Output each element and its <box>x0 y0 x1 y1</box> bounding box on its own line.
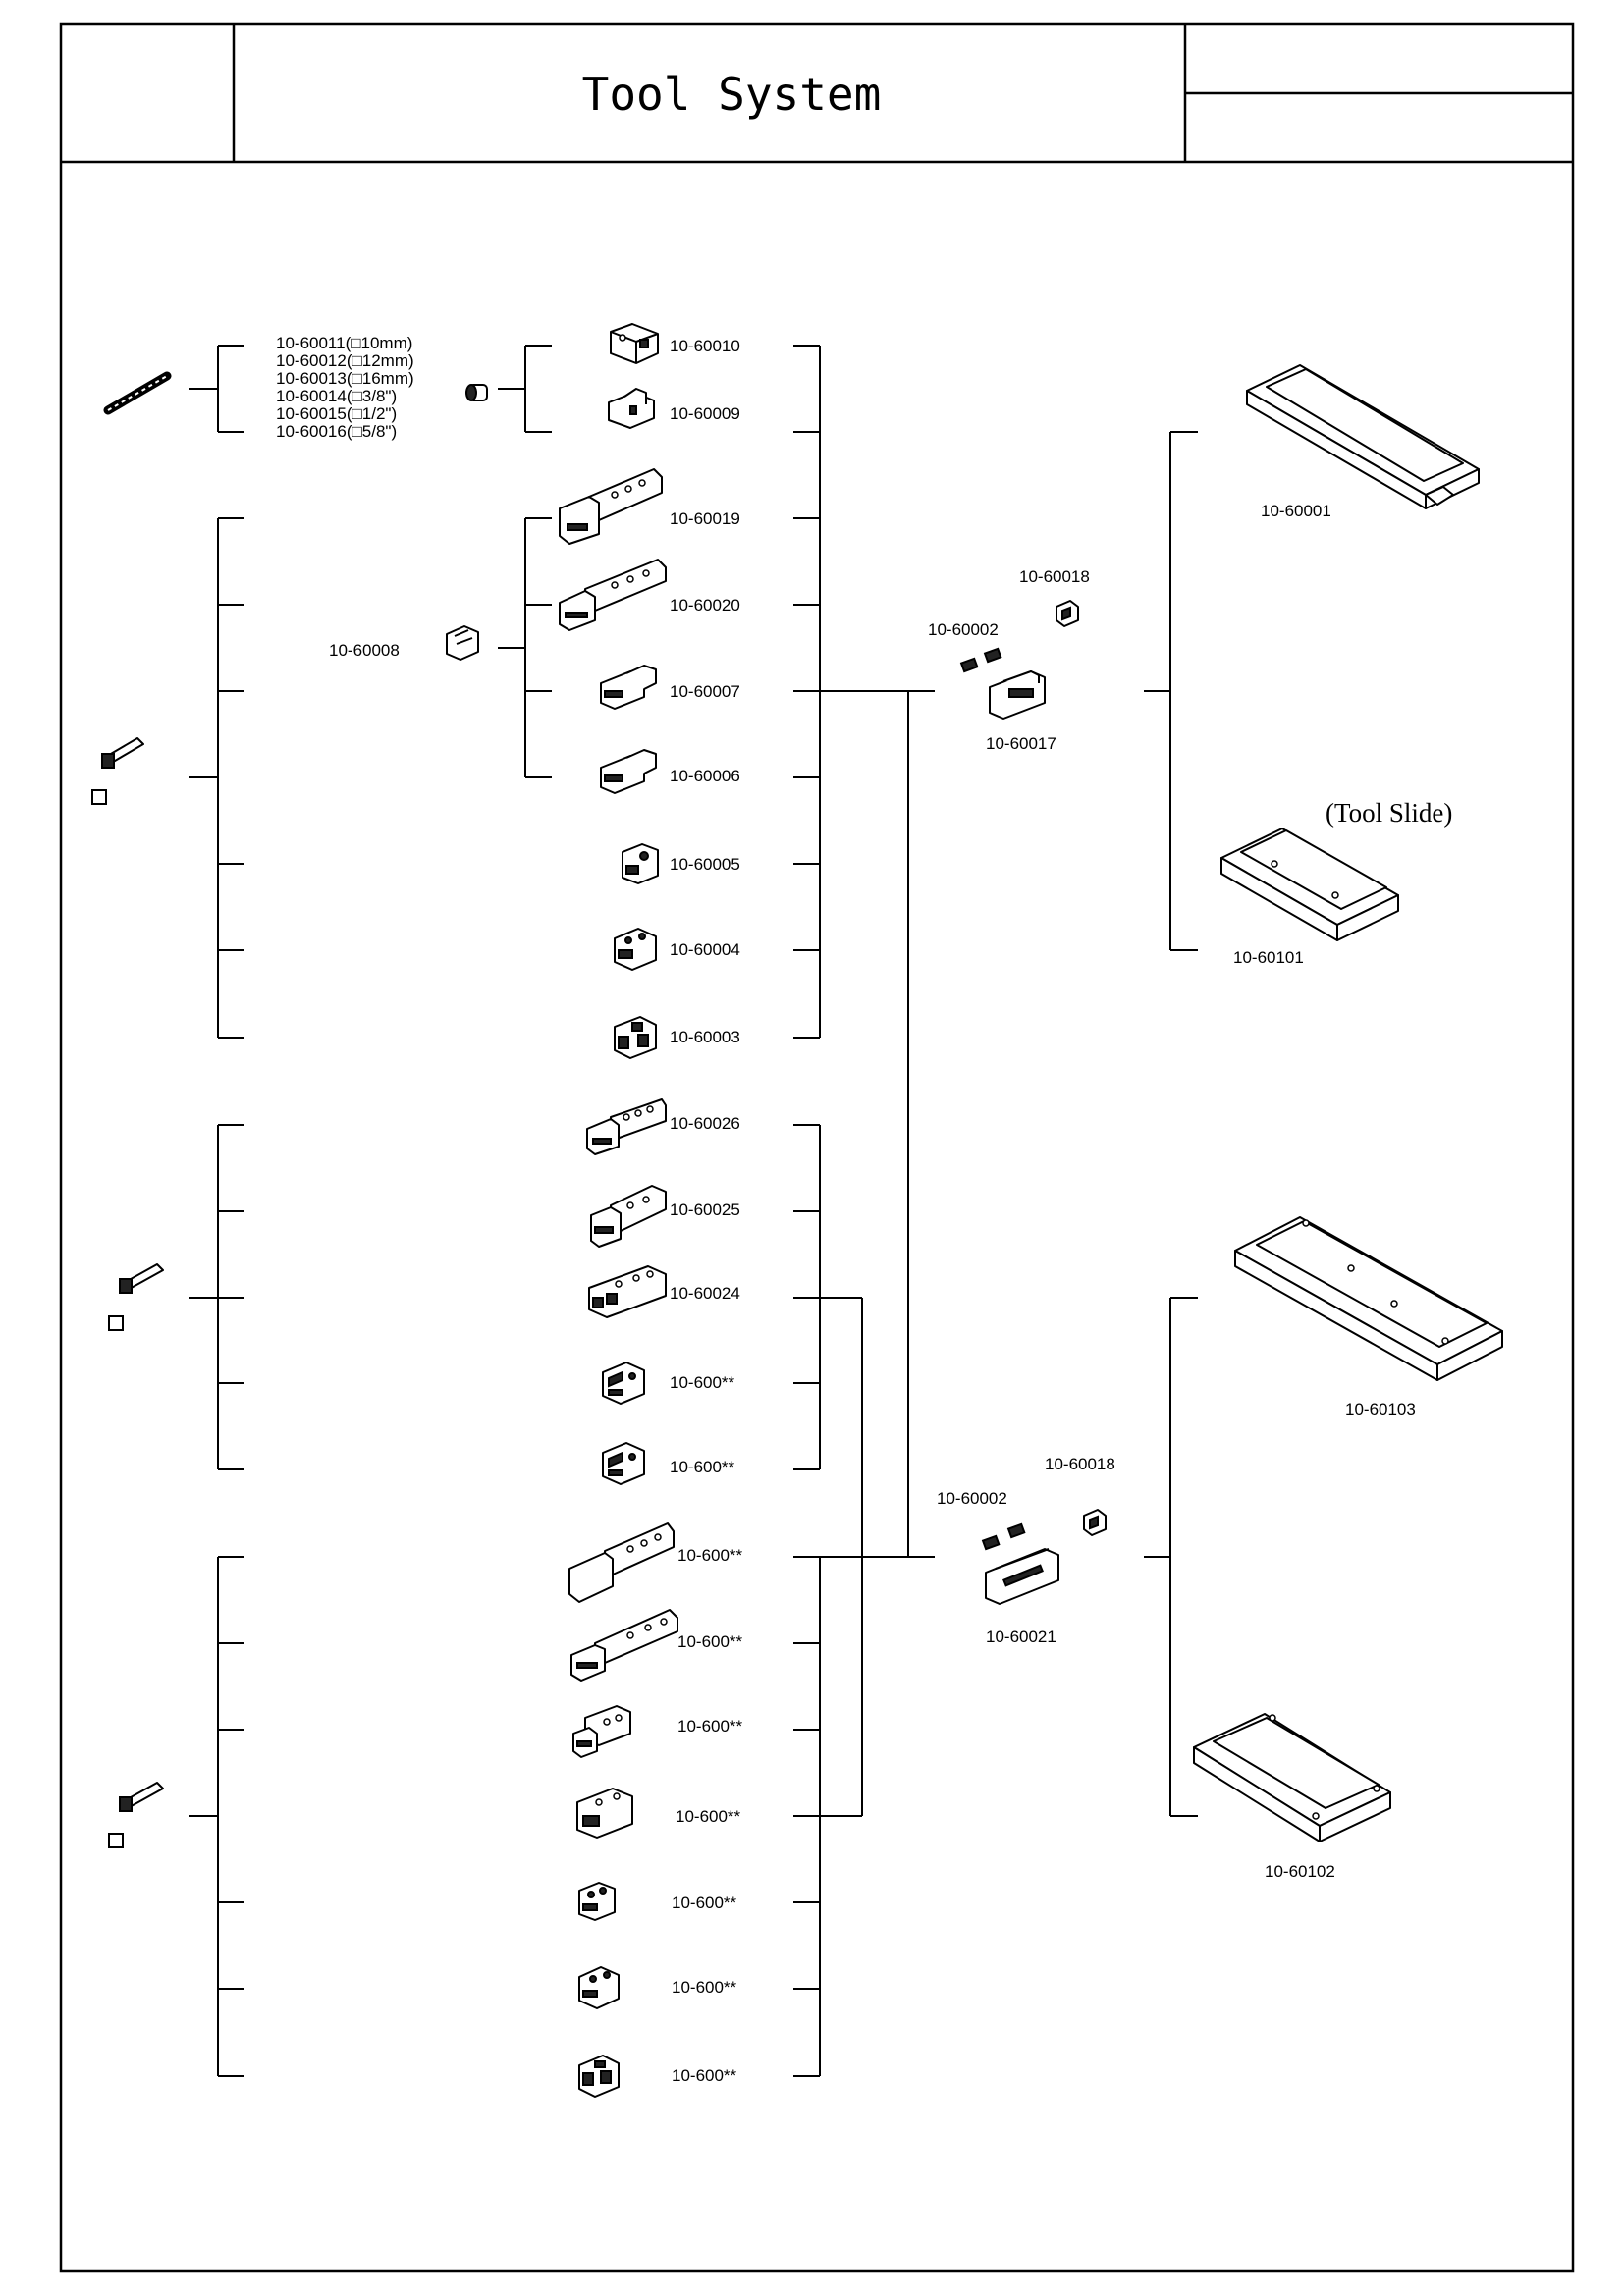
part-label: 10-60007 <box>670 682 740 701</box>
nut-60018-icon <box>1056 600 1079 627</box>
holder-60x-long-icon <box>570 1609 678 1682</box>
part-label: 10-60006 <box>670 767 740 785</box>
holder-60024-icon <box>588 1265 667 1318</box>
holder-60026-icon <box>586 1098 667 1155</box>
bracket-group-4 <box>189 1556 244 2077</box>
bracket-group-3 <box>189 1124 244 1470</box>
part-label: 10-60009 <box>670 404 740 423</box>
part-label: 10-60003 <box>670 1028 740 1046</box>
slide-60101-icon <box>1220 828 1399 941</box>
part-label: 10-60021 <box>986 1628 1056 1646</box>
bracket-holders-right-low <box>793 1556 908 2077</box>
page-title: Tool System <box>582 68 882 121</box>
bracket-group-2 <box>189 517 244 1039</box>
square-symbol-icon <box>91 789 107 805</box>
part-label: 10-60017 <box>986 734 1056 753</box>
part-label: 10-60026 <box>670 1114 740 1133</box>
holder-60004-icon <box>614 928 657 971</box>
spec-label: 10-60016(□5/8") <box>276 422 397 441</box>
clamp-60017-icon <box>989 670 1046 720</box>
part-label: 10-60002 <box>937 1489 1007 1508</box>
part-label: 10-600** <box>677 1632 743 1651</box>
holder-60019-icon <box>559 468 663 545</box>
part-label: 10-60018 <box>1019 567 1090 586</box>
part-label: 10-60002 <box>928 620 999 639</box>
slide-60001-icon <box>1246 364 1480 509</box>
bracket-holders-right-mid <box>793 1124 863 1816</box>
bracket-slides-lower <box>1169 1297 1198 1817</box>
center-trunk <box>907 690 935 1558</box>
part-label: 10-600** <box>676 1807 741 1826</box>
holder-60025-icon <box>590 1185 667 1248</box>
bracket-top-labels <box>189 345 244 433</box>
drawing-frame <box>59 22 1575 2273</box>
part-label: 10-60102 <box>1265 1862 1335 1881</box>
adapter-60008-icon <box>446 625 479 661</box>
holder-60003-icon <box>614 1016 657 1059</box>
tool-bit-icon <box>103 371 172 415</box>
part-label: 10-600** <box>677 1717 743 1735</box>
spec-label: 10-60014(□3/8") <box>276 387 397 405</box>
tool-bit-icon <box>119 1782 164 1812</box>
holder-60x-icon <box>578 1966 620 2009</box>
part-label: 10-600** <box>672 1894 737 1912</box>
part-label: 10-60025 <box>670 1201 740 1219</box>
holder-60x-icon <box>602 1362 645 1405</box>
holder-60x-icon <box>602 1442 645 1485</box>
part-label: 10-600** <box>672 1978 737 1997</box>
holder-60007-icon <box>600 665 657 710</box>
pin-60002-icon <box>981 1522 1026 1551</box>
spec-label: 10-60011(□10mm) <box>276 334 412 352</box>
part-label: 10-60019 <box>670 509 740 528</box>
slide-60102-icon <box>1193 1713 1391 1842</box>
clamp-60021-icon <box>985 1548 1059 1605</box>
part-label: 10-60018 <box>1045 1455 1115 1473</box>
holder-60x-long-icon <box>568 1522 675 1603</box>
part-label: 10-60010 <box>670 337 740 355</box>
part-label: 10-60001 <box>1261 502 1331 520</box>
part-label: 10-60008 <box>329 641 400 660</box>
holder-60020-icon <box>559 559 667 631</box>
tool-bit-icon <box>119 1263 164 1294</box>
part-label: 10-600** <box>677 1546 743 1565</box>
spec-label: 10-60012(□12mm) <box>276 351 414 370</box>
part-label: 10-60103 <box>1345 1400 1416 1418</box>
holder-60x-icon <box>576 1788 633 1839</box>
holder-60009-icon <box>608 388 655 429</box>
nut-60018-icon <box>1083 1509 1107 1536</box>
bracket-holders-right-upper <box>793 345 908 1039</box>
holder-60x-icon <box>572 1705 631 1758</box>
spec-label: 10-60013(□16mm) <box>276 369 414 388</box>
part-label: 10-600** <box>670 1458 735 1476</box>
bracket-slides-upper <box>1169 431 1198 951</box>
slide-60103-icon <box>1234 1216 1503 1381</box>
part-label: 10-60004 <box>670 940 740 959</box>
part-label: 10-600** <box>672 2066 737 2085</box>
pin-60002-icon <box>959 647 1002 673</box>
part-label: 10-600** <box>670 1373 735 1392</box>
holder-60006-icon <box>600 749 657 794</box>
part-label: 10-60020 <box>670 596 740 614</box>
holder-60x-icon <box>578 2055 620 2098</box>
tool-bit-icon <box>101 737 144 769</box>
holder-60005-icon <box>622 843 659 884</box>
part-label: 10-60005 <box>670 855 740 874</box>
part-label: 10-60024 <box>670 1284 740 1303</box>
tool-slide-note: (Tool Slide) <box>1326 798 1452 828</box>
holder-60x-icon <box>578 1882 616 1921</box>
bracket-top-holders <box>498 345 552 433</box>
square-symbol-icon <box>108 1833 124 1848</box>
square-symbol-icon <box>108 1315 124 1331</box>
part-label: 10-60101 <box>1233 948 1304 967</box>
spec-label: 10-60015(□1/2") <box>276 404 397 423</box>
bushing-icon <box>465 384 488 401</box>
bracket-adapter-holders <box>498 517 552 778</box>
holder-60010-icon <box>610 323 659 364</box>
